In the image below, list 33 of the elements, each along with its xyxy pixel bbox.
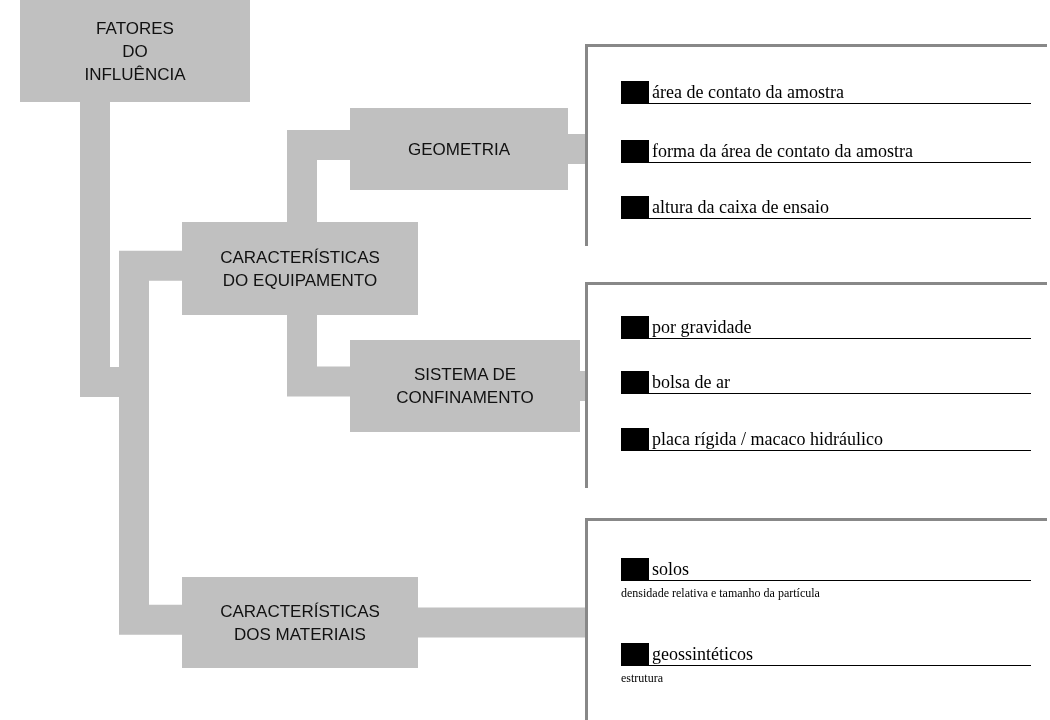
category-label: CARACTERÍSTICAS DOS MATERIAIS xyxy=(220,600,380,646)
category-box xyxy=(182,577,418,668)
item-text: solos xyxy=(652,558,689,580)
outlined-panel xyxy=(585,518,1047,720)
category-label: FATORES DO INFLUÊNCIA xyxy=(84,17,186,86)
underlined-list-item xyxy=(621,140,1031,163)
item-text: área de contato da amostra xyxy=(652,81,844,103)
underlined-list-item xyxy=(621,558,1031,600)
connector-bar xyxy=(418,607,586,638)
item-text: altura da caixa de ensaio xyxy=(652,196,829,218)
underlined-list-item xyxy=(621,643,1031,685)
category-label: GEOMETRIA xyxy=(408,138,510,161)
connector-bar xyxy=(287,315,350,397)
item-text: bolsa de ar xyxy=(652,371,730,393)
category-label: CARACTERÍSTICAS DO EQUIPAMENTO xyxy=(220,246,380,292)
item-text: geossintéticos xyxy=(652,643,753,665)
underlined-list-item xyxy=(621,371,1031,394)
underlined-list-item xyxy=(621,316,1031,339)
item-text: forma da área de contato da amostra xyxy=(652,140,913,162)
category-box xyxy=(350,340,580,432)
underlined-list-item xyxy=(621,428,1031,451)
underlined-list-item xyxy=(621,196,1031,219)
category-label: SISTEMA DE CONFINAMENTO xyxy=(396,364,534,409)
category-box xyxy=(20,0,250,102)
category-box xyxy=(182,222,418,315)
item-note: estrutura xyxy=(621,671,664,685)
underlined-list-item xyxy=(621,81,1031,104)
connector-bar xyxy=(568,134,586,164)
item-text: por gravidade xyxy=(652,316,752,338)
item-text: placa rígida / macaco hidráulico xyxy=(652,428,883,450)
category-box xyxy=(350,108,568,190)
connector-bar xyxy=(287,129,350,222)
item-note: densidade relativa e tamanho da partícula xyxy=(621,586,821,600)
